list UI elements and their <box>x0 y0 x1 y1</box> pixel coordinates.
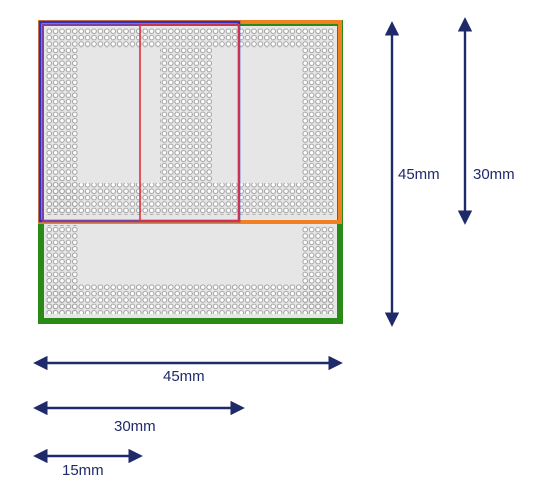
ball-ring-bottom-upper <box>46 183 334 215</box>
label-horizontal-45mm: 45mm <box>163 368 205 385</box>
package-45mm <box>38 20 343 324</box>
label-vertical-30mm: 30mm <box>473 166 515 183</box>
label-horizontal-30mm: 30mm <box>114 418 156 435</box>
ball-ring-top <box>46 28 334 48</box>
ball-ring-right-upper <box>302 48 334 184</box>
ball-array <box>46 28 334 314</box>
ball-column-center <box>160 48 212 184</box>
label-vertical-45mm: 45mm <box>398 166 440 183</box>
ball-ring-bottom <box>46 284 334 314</box>
ball-ring-left <box>46 48 78 314</box>
label-horizontal-15mm: 15mm <box>62 462 104 479</box>
footprint-15x30-red <box>139 24 240 222</box>
